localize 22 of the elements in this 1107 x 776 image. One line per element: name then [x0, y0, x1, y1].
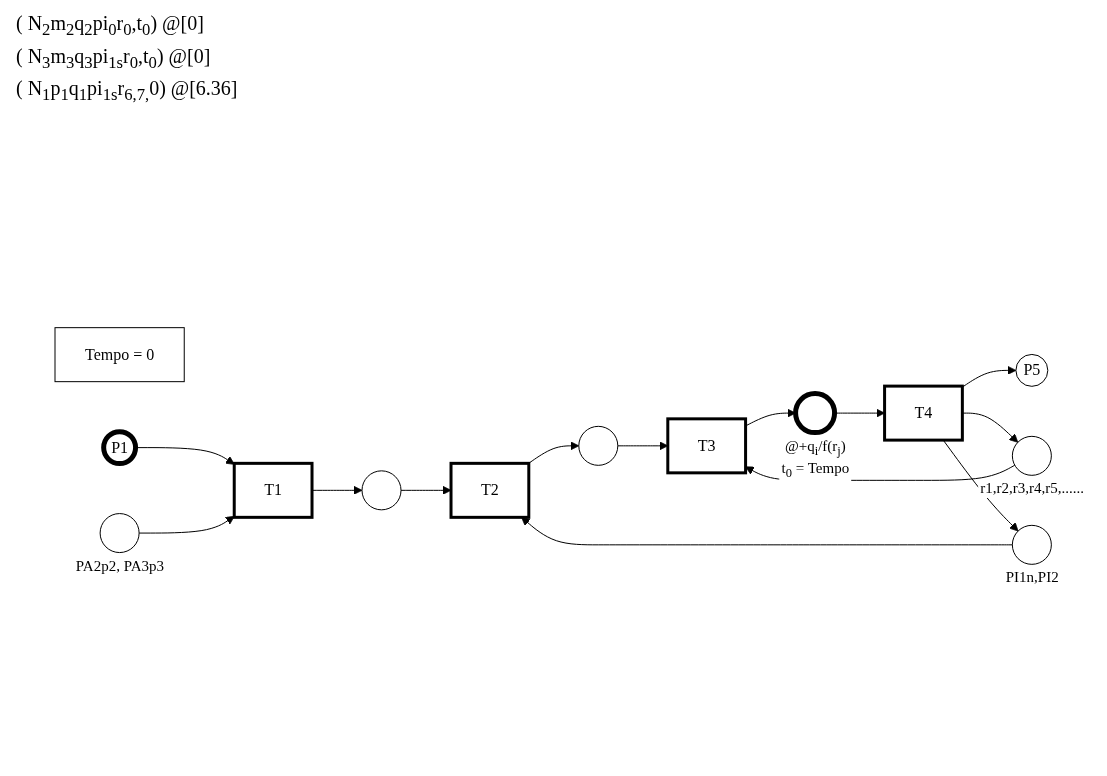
node-box: T1: [233, 461, 314, 519]
node-circle: P5: [1015, 353, 1049, 387]
formula-text: ( N$_{1}$p$_{1}$q$_{1}$pi$_{1s}$r$_{6,7,}$0) @[6.36]: [16, 76, 239, 106]
formula-text: ( N$_{2}$m$_{2}$q$_{2}$pi$_{0}$r$_{0}$,t$_{0}$) @[0]: [16, 11, 205, 41]
arrow: [528, 441, 580, 464]
node-box: Tempo = 0: [54, 327, 186, 383]
arrow: [962, 412, 1019, 443]
arrow: [138, 515, 235, 534]
node-circle: [793, 391, 838, 436]
node-circle: P1: [101, 429, 139, 467]
node-circle: [361, 470, 402, 511]
node-circle: [578, 425, 619, 466]
node-box: T3: [666, 417, 748, 475]
node-box: T2: [449, 461, 531, 519]
arrow: [617, 441, 669, 451]
arrow: [400, 485, 452, 495]
node-circle: [1012, 524, 1053, 565]
node-circle: [99, 513, 140, 554]
node-box: T4: [883, 384, 965, 442]
formula-text: ( N$_{3}$m$_{3}$q$_{3}$pi$_{1s}$r$_{0}$,t$_{0}$) @[0]: [16, 43, 212, 74]
arrow: [962, 366, 1017, 388]
node-circle: [1012, 435, 1053, 476]
